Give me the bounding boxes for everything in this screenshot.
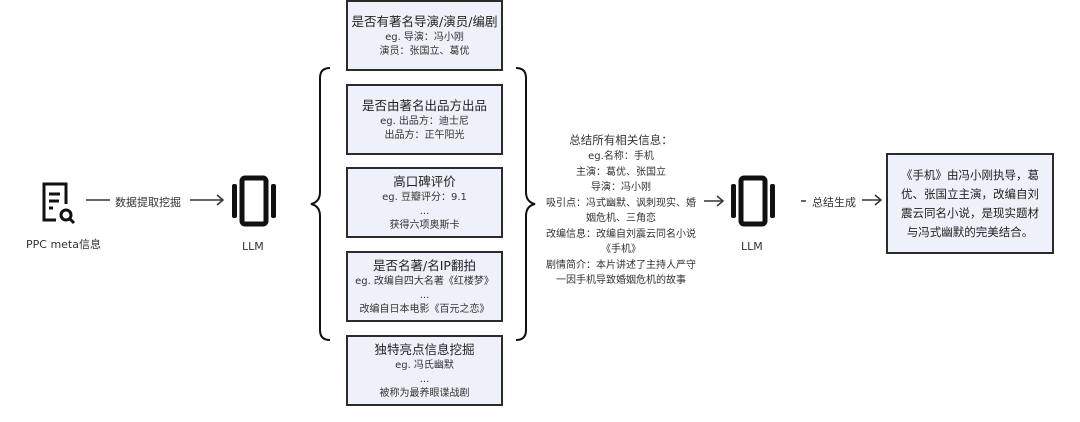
- box-line: ...: [419, 374, 430, 385]
- box-line: ...: [419, 290, 430, 301]
- summary-line: eg.名称：手机: [588, 151, 654, 162]
- llm-icon: [232, 175, 276, 227]
- feature-box-reviews: 高口碑评价 eg. 豆瓣评分：9.1 ... 获得六项奥斯卡: [346, 167, 503, 238]
- document-search-icon: [42, 182, 76, 225]
- box-line: eg. 冯氏幽默: [395, 360, 454, 371]
- right-brace: [515, 67, 536, 341]
- box-line: eg. 豆瓣评分：9.1: [382, 192, 467, 203]
- summary-line: 姻危机、三角恋: [586, 213, 656, 224]
- left-brace: [310, 67, 331, 341]
- feature-box-highlights: 独特亮点信息挖掘 eg. 冯氏幽默 ... 被称为最养眼谍战剧: [346, 335, 503, 406]
- box-line: 获得六项奥斯卡: [389, 220, 460, 231]
- box-line: ...: [419, 206, 430, 217]
- summary-line: 主演：葛优、张国立: [576, 166, 666, 178]
- box-title: 独特亮点信息挖掘: [374, 342, 475, 357]
- summary-text: 总结所有相关信息： eg.名称：手机 主演：葛优、张国立 导演：冯小刚 吸引点：…: [536, 131, 706, 289]
- llm-label: LLM: [741, 240, 763, 253]
- box-line: 被称为最养眼谍战剧: [379, 388, 470, 399]
- box-title: 是否有著名导演/演员/编剧: [351, 14, 498, 29]
- box-line: eg. 改编自四大名著《红楼梦》: [355, 276, 494, 287]
- feature-box-producer: 是否由著名出品方出品 eg. 出品方：迪士尼 出品方：正午阳光: [346, 84, 503, 155]
- output-box: 《手机》由冯小刚执导，葛优、张国立主演，改编自刘震云同名小说，是现实题材与冯式幽…: [886, 153, 1054, 254]
- summary-line: 吸引点：冯式幽默、讽刺现实、婚: [546, 197, 696, 209]
- summary-line: 一因手机导致婚姻危机的故事: [556, 275, 686, 286]
- source-label: PPC meta信息: [26, 238, 101, 251]
- connector-line: [86, 199, 110, 201]
- box-line: 出品方：正午阳光: [384, 130, 465, 141]
- box-line: 改编自日本电影《百元之恋》: [359, 304, 490, 315]
- arrow-right-icon: [862, 194, 883, 206]
- arrow-right-icon: [704, 195, 725, 207]
- box-line: eg. 出品方：迪士尼: [380, 116, 469, 127]
- llm-icon: [731, 175, 775, 227]
- box-title: 是否名著/名IP翻拍: [373, 258, 476, 273]
- box-line: eg. 导演：冯小刚: [385, 32, 464, 43]
- arrow-right-icon: [190, 194, 225, 206]
- summary-line: 《手机》: [601, 244, 641, 255]
- llm-label: LLM: [242, 240, 264, 253]
- summary-title: 总结所有相关信息：: [569, 133, 673, 147]
- box-title: 是否由著名出品方出品: [361, 98, 487, 113]
- extract-label: 数据提取挖掘: [115, 196, 181, 209]
- box-line: 演员：张国立、葛优: [379, 46, 470, 57]
- summary-line: 改编信息：改编自刘震云同名小说: [546, 228, 696, 240]
- summary-line: 剧情简介：本片讲述了主持人严守: [546, 259, 696, 271]
- feature-box-adaptation: 是否名著/名IP翻拍 eg. 改编自四大名著《红楼梦》 ... 改编自日本电影《…: [346, 251, 503, 322]
- generate-label: 总结生成: [812, 196, 856, 209]
- connector-line: [801, 200, 806, 202]
- feature-box-talent: 是否有著名导演/演员/编剧 eg. 导演：冯小刚 演员：张国立、葛优: [346, 0, 503, 71]
- box-title: 高口碑评价: [393, 174, 456, 189]
- summary-line: 导演：冯小刚: [591, 182, 651, 193]
